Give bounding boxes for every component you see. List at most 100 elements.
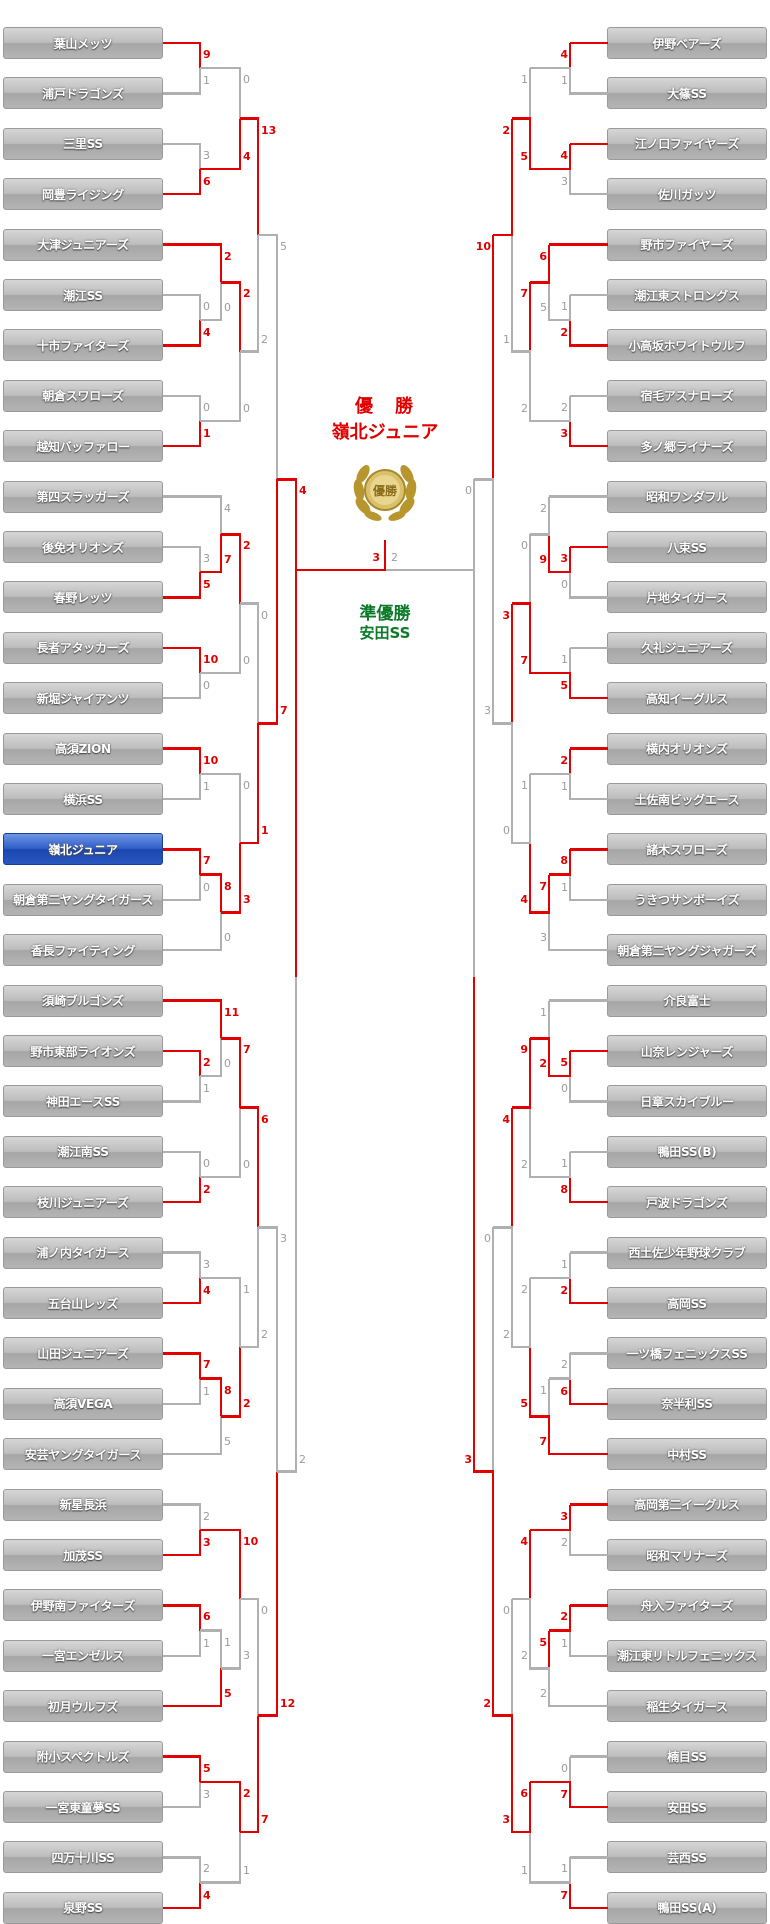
right-team-31[interactable]: 舟入ファイターズ bbox=[607, 1589, 767, 1622]
left-team-3[interactable]: 岡豊ライジング bbox=[3, 178, 163, 211]
left-team-13[interactable]: 新堀ジャイアンツ bbox=[3, 682, 163, 715]
right-match-32-b-h bbox=[530, 1881, 572, 1884]
left-team-32[interactable]: 一宮エンゼルス bbox=[3, 1639, 163, 1672]
left-match-36-score-a: 4 bbox=[299, 484, 307, 498]
right-team-5[interactable]: 潮江東ストロングス bbox=[607, 279, 767, 311]
right-match-33-score-a: 4 bbox=[502, 1112, 510, 1126]
right-team-27[interactable]: 奈半利SS bbox=[607, 1387, 767, 1420]
right-team-10[interactable]: 八束SS bbox=[607, 531, 767, 563]
left-match-3-score-a: 2 bbox=[224, 249, 232, 263]
right-team-8[interactable]: 多ノ郷ライナーズ bbox=[607, 430, 767, 463]
right-match-23-b-v bbox=[547, 1416, 551, 1456]
left-team-17[interactable]: 朝倉第二ヤングタイガース bbox=[3, 883, 163, 916]
right-team-16[interactable]: 諸木スワローズ bbox=[607, 833, 767, 866]
right-team-15[interactable]: 土佐南ビッグエース bbox=[607, 783, 767, 815]
left-team-31[interactable]: 伊野南ファイターズ bbox=[3, 1589, 163, 1622]
right-team-4[interactable]: 野市ファイヤーズ bbox=[607, 228, 767, 261]
left-team-6[interactable]: 十市ファイターズ bbox=[3, 329, 163, 362]
right-match-16-a-v bbox=[510, 603, 514, 725]
right-match-6-a-v bbox=[547, 496, 551, 536]
right-team-1[interactable]: 大篠SS bbox=[607, 77, 767, 110]
right-team-22[interactable]: 鴨田SS(B) bbox=[607, 1135, 767, 1168]
right-team-14[interactable]: 横内オリオンズ bbox=[607, 732, 767, 765]
right-team-11[interactable]: 片地タイガース bbox=[607, 581, 767, 614]
right-team-6[interactable]: 小高坂ホワイトウルフ bbox=[607, 329, 767, 362]
left-team-35[interactable]: 一宮東童夢SS bbox=[3, 1791, 163, 1823]
right-team-34[interactable]: 楠目SS bbox=[607, 1740, 767, 1773]
left-team-5[interactable]: 潮江SS bbox=[3, 279, 163, 311]
left-team-0[interactable]: 葉山メッツ bbox=[3, 27, 163, 59]
left-team-9[interactable]: 第四スラッガーズ bbox=[3, 480, 163, 513]
right-team-18[interactable]: 朝倉第二ヤングジャガーズ bbox=[607, 934, 767, 967]
left-match-3-b-h bbox=[200, 318, 223, 322]
left-team-1[interactable]: 浦戸ドラゴンズ bbox=[3, 77, 163, 110]
right-team-2[interactable]: 江ノ口ファイヤーズ bbox=[607, 127, 767, 160]
left-team-4[interactable]: 大津ジュニアーズ bbox=[3, 228, 163, 261]
left-team-23[interactable]: 枝川ジュニアーズ bbox=[3, 1186, 163, 1219]
right-team-32[interactable]: 潮江東リトルフェニックス bbox=[607, 1639, 767, 1672]
right-team-13[interactable]: 高知イーグルス bbox=[607, 682, 767, 715]
left-team-8[interactable]: 越知バッファロー bbox=[3, 430, 163, 463]
left-team-24[interactable]: 浦ノ内タイガース bbox=[3, 1236, 163, 1269]
left-team-11[interactable]: 春野レッツ bbox=[3, 581, 163, 614]
right-match-36-b-h bbox=[474, 1470, 495, 1473]
right-team-35[interactable]: 安田SS bbox=[607, 1791, 767, 1823]
left-team-2[interactable]: 三里SS bbox=[3, 127, 163, 160]
left-team-22[interactable]: 潮江南SS bbox=[3, 1135, 163, 1168]
left-team-26[interactable]: 山田ジュニアーズ bbox=[3, 1337, 163, 1370]
left-team-29[interactable]: 新星長浜 bbox=[3, 1488, 163, 1521]
right-team-37[interactable]: 鴨田SS(A) bbox=[607, 1891, 767, 1924]
right-team-23[interactable]: 戸波ドラゴンズ bbox=[607, 1186, 767, 1219]
right-team-33[interactable]: 稲生タイガース bbox=[607, 1690, 767, 1723]
right-team-30[interactable]: 昭和マリナーズ bbox=[607, 1539, 767, 1571]
right-match-25-score-a: 2 bbox=[560, 1610, 568, 1624]
left-team-37[interactable]: 泉野SS bbox=[3, 1891, 163, 1924]
right-team-17[interactable]: うきつサンボーイズ bbox=[607, 883, 767, 916]
right-team-36[interactable]: 芸西SS bbox=[607, 1841, 767, 1874]
right-team-24[interactable]: 西土佐少年野球クラブ bbox=[607, 1236, 767, 1269]
left-team-30[interactable]: 加茂SS bbox=[3, 1539, 163, 1571]
right-team-12[interactable]: 久礼ジュニアーズ bbox=[607, 631, 767, 664]
left-match-33-score-b: 2 bbox=[261, 1328, 268, 1342]
left-team-15[interactable]: 横浜SS bbox=[3, 783, 163, 815]
left-match-24-b-v bbox=[198, 1529, 202, 1557]
left-team-19[interactable]: 須崎ブルゴンズ bbox=[3, 984, 163, 1017]
right-team-21[interactable]: 日章スカイブルー bbox=[607, 1085, 767, 1118]
left-match-15-b-h bbox=[240, 350, 260, 353]
left-match-1-b-h bbox=[163, 192, 202, 196]
left-team-25[interactable]: 五台山レッズ bbox=[3, 1287, 163, 1319]
right-team-0[interactable]: 伊野ベアーズ bbox=[607, 27, 767, 59]
left-team-33[interactable]: 初月ウルフズ bbox=[3, 1690, 163, 1723]
right-team-7[interactable]: 宿毛アスナローズ bbox=[607, 379, 767, 412]
right-team-3[interactable]: 佐川ガッツ bbox=[607, 178, 767, 211]
right-team-9[interactable]: 昭和ワンダフル bbox=[607, 480, 767, 513]
left-team-28[interactable]: 安芸ヤングタイガース bbox=[3, 1438, 163, 1471]
right-team-19[interactable]: 介良富士 bbox=[607, 984, 767, 1017]
left-match-27-score-b: 3 bbox=[203, 1788, 210, 1801]
left-team-21[interactable]: 神田エースSS bbox=[3, 1085, 163, 1118]
left-match-35-a-h bbox=[258, 1226, 279, 1229]
right-team-26[interactable]: 一ツ橋フェニックスSS bbox=[607, 1337, 767, 1370]
left-match-1-score-a: 3 bbox=[203, 148, 210, 162]
left-team-20[interactable]: 野市東部ライオンズ bbox=[3, 1035, 163, 1067]
left-team-10[interactable]: 後免オリオンズ bbox=[3, 531, 163, 563]
right-match-30-a-h bbox=[530, 1276, 572, 1280]
left-team-7[interactable]: 朝倉スワローズ bbox=[3, 379, 163, 412]
left-team-18[interactable]: 香長ファイティング bbox=[3, 934, 163, 967]
right-match-11-a-v bbox=[528, 68, 532, 120]
right-match-3-a-h bbox=[549, 243, 609, 246]
right-team-25[interactable]: 高岡SS bbox=[607, 1287, 767, 1319]
right-team-20[interactable]: 山奈レンジャーズ bbox=[607, 1035, 767, 1067]
right-match-7-score-a: 1 bbox=[561, 652, 568, 666]
right-team-28[interactable]: 中村SS bbox=[607, 1438, 767, 1471]
left-team-36[interactable]: 四万十川SS bbox=[3, 1841, 163, 1874]
left-match-13-b-h bbox=[200, 671, 242, 675]
left-team-34[interactable]: 附小スペクトルズ bbox=[3, 1740, 163, 1773]
left-team-12[interactable]: 長者アタッカーズ bbox=[3, 631, 163, 664]
left-team-16[interactable]: 嶺北ジュニア bbox=[3, 833, 163, 866]
left-match-19-score-a: 11 bbox=[224, 1005, 240, 1019]
left-team-14[interactable]: 高須ZION bbox=[3, 732, 163, 765]
left-team-27[interactable]: 高須VEGA bbox=[3, 1387, 163, 1420]
right-team-29[interactable]: 高岡第二イーグルス bbox=[607, 1488, 767, 1521]
left-match-9-b-h bbox=[163, 898, 202, 902]
